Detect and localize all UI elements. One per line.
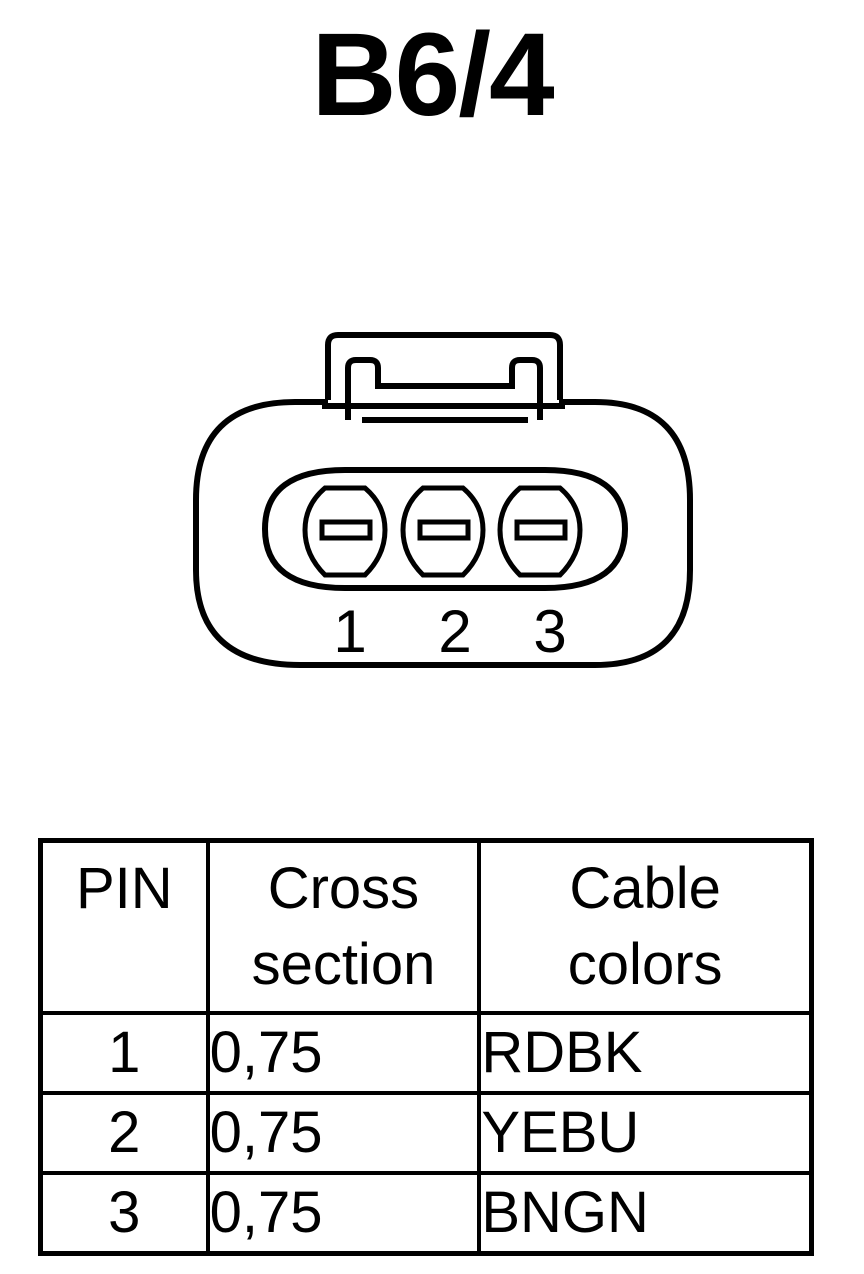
header-pin-label: PIN [75,856,173,921]
connector-latch [325,332,563,400]
header-pin: PIN [38,838,210,1015]
pin-1-label: 1 [333,598,366,665]
header-color-line2: colors [567,932,723,997]
row-cross-section: 0,75 [205,1091,482,1175]
header-color-line1: Cable [569,856,721,921]
header-cross-line2: section [251,932,436,997]
pin-2-terminal [400,485,486,578]
connector-cavity [261,467,629,591]
pin-1-terminal [302,485,388,578]
table-row: 3 0,75 BNGN [38,1171,814,1256]
connector-housing [193,399,693,668]
table-row: 1 0,75 RDBK [38,1011,814,1095]
pin-3-terminal [497,485,583,578]
pin-assignment-table: PIN Cross section Cable colors 1 0,75 RD… [38,838,814,1256]
row-cable-color: BNGN [477,1171,814,1256]
header-cross-line1: Cross [267,856,420,921]
table-row: 2 0,75 YEBU [38,1091,814,1175]
table-header-row: PIN Cross section Cable colors [38,838,814,1015]
connector-title: B6/4 [311,9,554,141]
row-pin: 3 [38,1171,210,1256]
row-pin: 2 [38,1091,210,1175]
row-cross-section: 0,75 [205,1171,482,1256]
row-pin: 1 [38,1011,210,1095]
connector-drawing: 1 2 3 [193,332,693,668]
row-cable-color: RDBK [477,1011,814,1095]
latch-inner [345,357,543,420]
pin-3-label: 3 [533,598,566,665]
header-cross-section: Cross section [205,838,482,1015]
row-cable-color: YEBU [477,1091,814,1175]
row-cross-section: 0,75 [205,1011,482,1095]
header-cable-colors: Cable colors [477,838,814,1015]
pin-2-label: 2 [438,598,471,665]
